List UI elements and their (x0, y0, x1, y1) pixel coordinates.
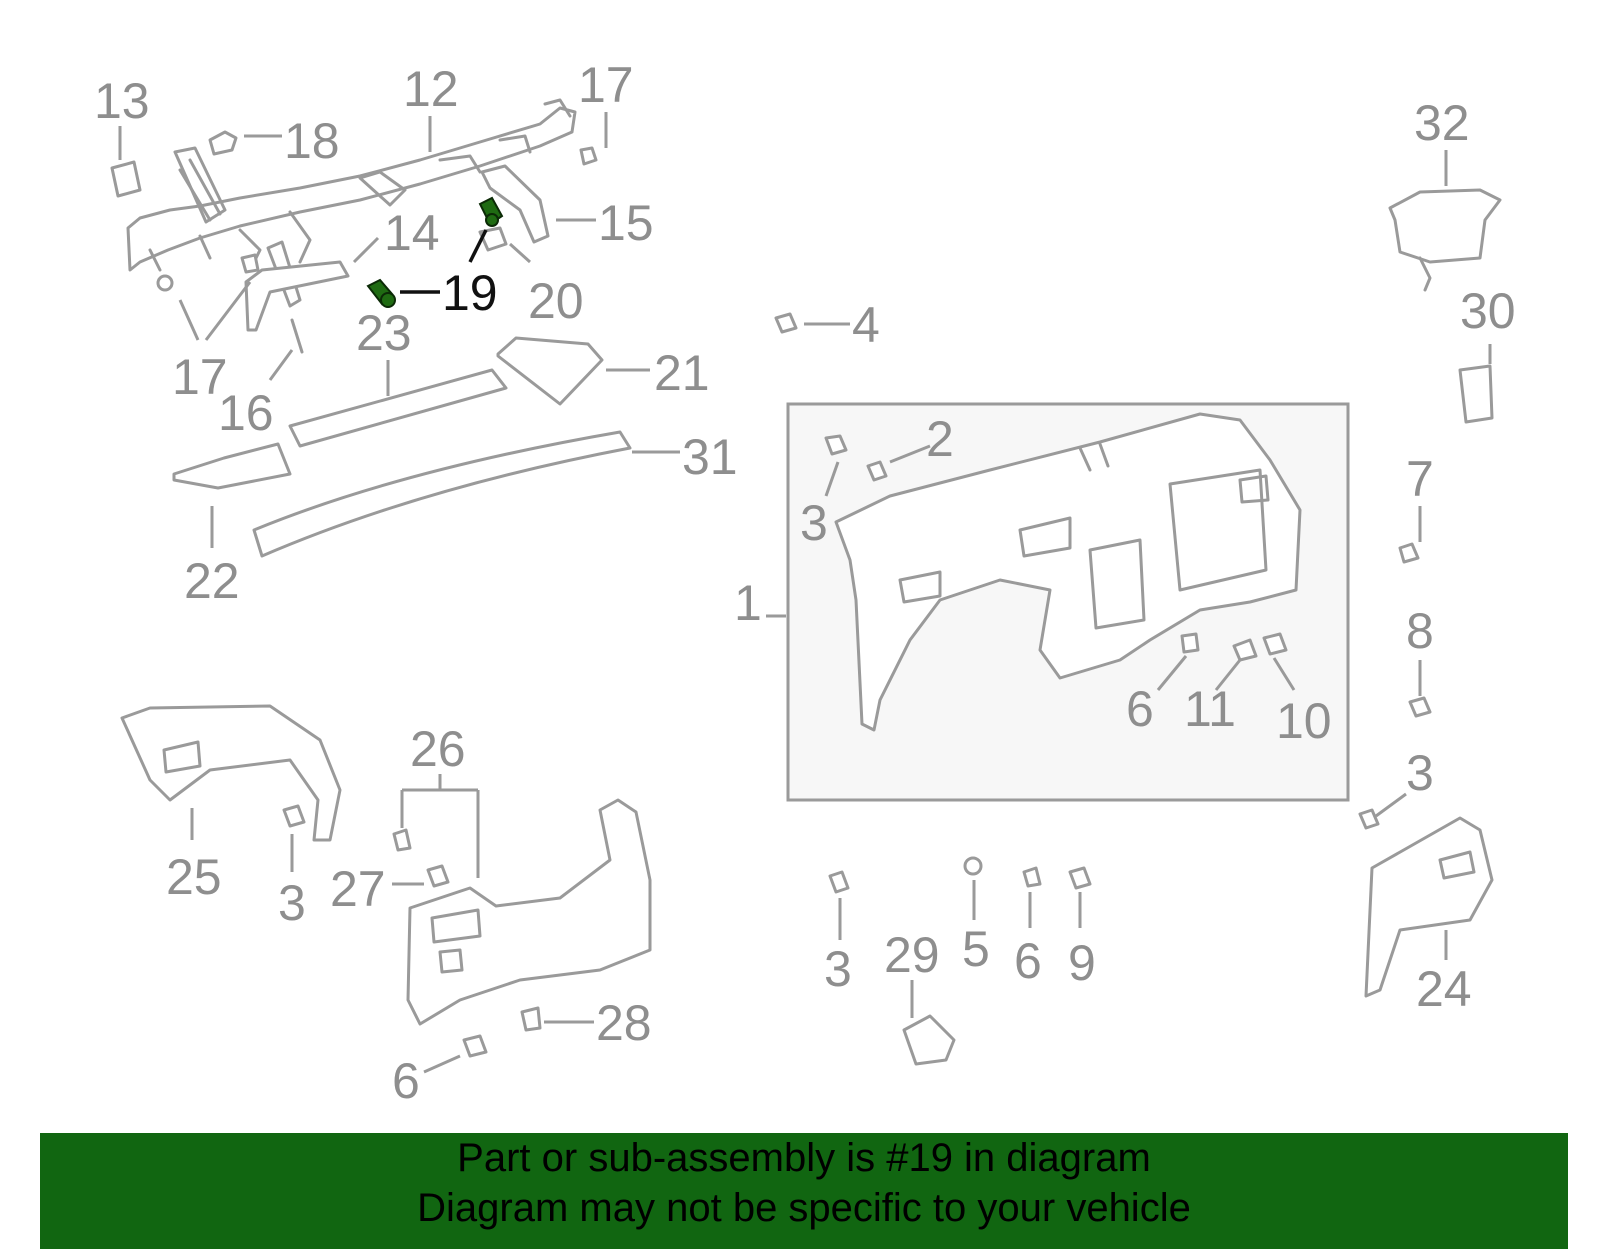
callout-3-left: 3 (278, 875, 306, 931)
part-6-clip-bottom (462, 1034, 488, 1058)
part-28-clip (520, 1006, 542, 1032)
banner-line-2: Diagram may not be specific to your vehi… (417, 1186, 1191, 1230)
part-3-clip-right (1358, 808, 1380, 830)
part-29-cover (902, 1014, 956, 1066)
callout-21: 21 (654, 345, 710, 401)
callout-8: 8 (1406, 603, 1434, 659)
callout-28: 28 (596, 995, 652, 1051)
part-8-fastener (1408, 696, 1432, 718)
callout-9: 9 (1068, 935, 1096, 991)
part-3-clip-inset (824, 434, 848, 456)
part-24-side-panel (1364, 816, 1494, 998)
callout-31: 31 (682, 429, 738, 485)
callout-10: 10 (1276, 693, 1332, 749)
callout-17-left: 17 (172, 349, 228, 405)
callout-7: 7 (1406, 451, 1434, 507)
part-4-clip (774, 312, 798, 334)
callout-19: 19 (442, 265, 498, 321)
part-9-clip (1068, 866, 1092, 890)
part-2-clip (866, 460, 888, 482)
callout-11: 11 (1184, 681, 1236, 737)
callout-13: 13 (94, 73, 150, 129)
callout-6-inset: 6 (1126, 681, 1154, 737)
part-3-clip-bottom (828, 870, 850, 894)
part-19-screw-lower (366, 278, 396, 308)
part-31-molding (252, 430, 632, 558)
callout-32: 32 (1414, 95, 1470, 151)
part-23-panel (288, 368, 508, 448)
callout-16: 16 (218, 385, 274, 441)
part-12-reinforcement-beam (126, 98, 577, 272)
callout-29: 29 (884, 927, 940, 983)
part-6-clip-inset (1180, 632, 1200, 654)
info-banner: Part or sub-assembly is #19 in diagram D… (40, 1133, 1568, 1249)
callout-23-upper: 23 (356, 305, 412, 361)
callout-3-right: 3 (1406, 745, 1434, 801)
callout-4: 4 (852, 297, 880, 353)
part-26-lower-panel (406, 798, 652, 1026)
callout-27: 27 (330, 861, 386, 917)
callout-6-mid: 6 (1014, 933, 1042, 989)
inset-box-dashboard (786, 402, 1350, 802)
part-22-panel (172, 442, 292, 490)
part-6-clip-mid (1022, 866, 1042, 888)
callout-18: 18 (284, 113, 340, 169)
callout-1: 1 (734, 575, 762, 631)
part-17-clips-left (156, 253, 260, 292)
callout-22: 22 (184, 553, 240, 609)
part-3-clip-left (282, 804, 306, 828)
leader-lines (118, 112, 1492, 1074)
callout-5: 5 (962, 921, 990, 977)
part-21-panel (496, 336, 604, 406)
callout-17-top: 17 (578, 57, 634, 113)
part-25-side-panel (120, 704, 342, 842)
callout-24: 24 (1416, 961, 1472, 1017)
callout-3-inset: 3 (800, 495, 828, 551)
part-20-bracket (478, 226, 508, 252)
callout-25: 25 (166, 849, 222, 905)
callout-20: 20 (528, 273, 584, 329)
callout-14: 14 (384, 205, 440, 261)
part-13-cap (110, 160, 142, 198)
part-19-screw-upper (478, 196, 504, 227)
callout-30: 30 (1460, 283, 1516, 339)
part-32-airbag (1388, 188, 1502, 292)
banner-line-1: Part or sub-assembly is #19 in diagram (457, 1136, 1151, 1180)
callout-26: 26 (410, 721, 466, 777)
part-23-cover-frame (244, 260, 350, 354)
part-15-brace (480, 164, 550, 244)
callouts: 13 18 12 17 15 14 19 20 23 17 16 21 31 2… (94, 57, 1516, 1109)
part-5-clip (963, 856, 983, 876)
part-17-clip-top (579, 146, 598, 166)
part-18-bolt (208, 130, 238, 156)
part-30-switch (1458, 364, 1494, 424)
callout-3-bottom: 3 (824, 941, 852, 997)
part-27-clip (426, 864, 450, 888)
callout-15: 15 (598, 195, 654, 251)
callout-12: 12 (403, 61, 459, 117)
part-7-fastener (1398, 542, 1420, 564)
part-10-clip (1262, 632, 1288, 656)
callout-6-bottom: 6 (392, 1053, 420, 1109)
callout-2: 2 (926, 411, 954, 467)
part-11-clip (1232, 638, 1258, 662)
part-26-clip (392, 828, 412, 852)
